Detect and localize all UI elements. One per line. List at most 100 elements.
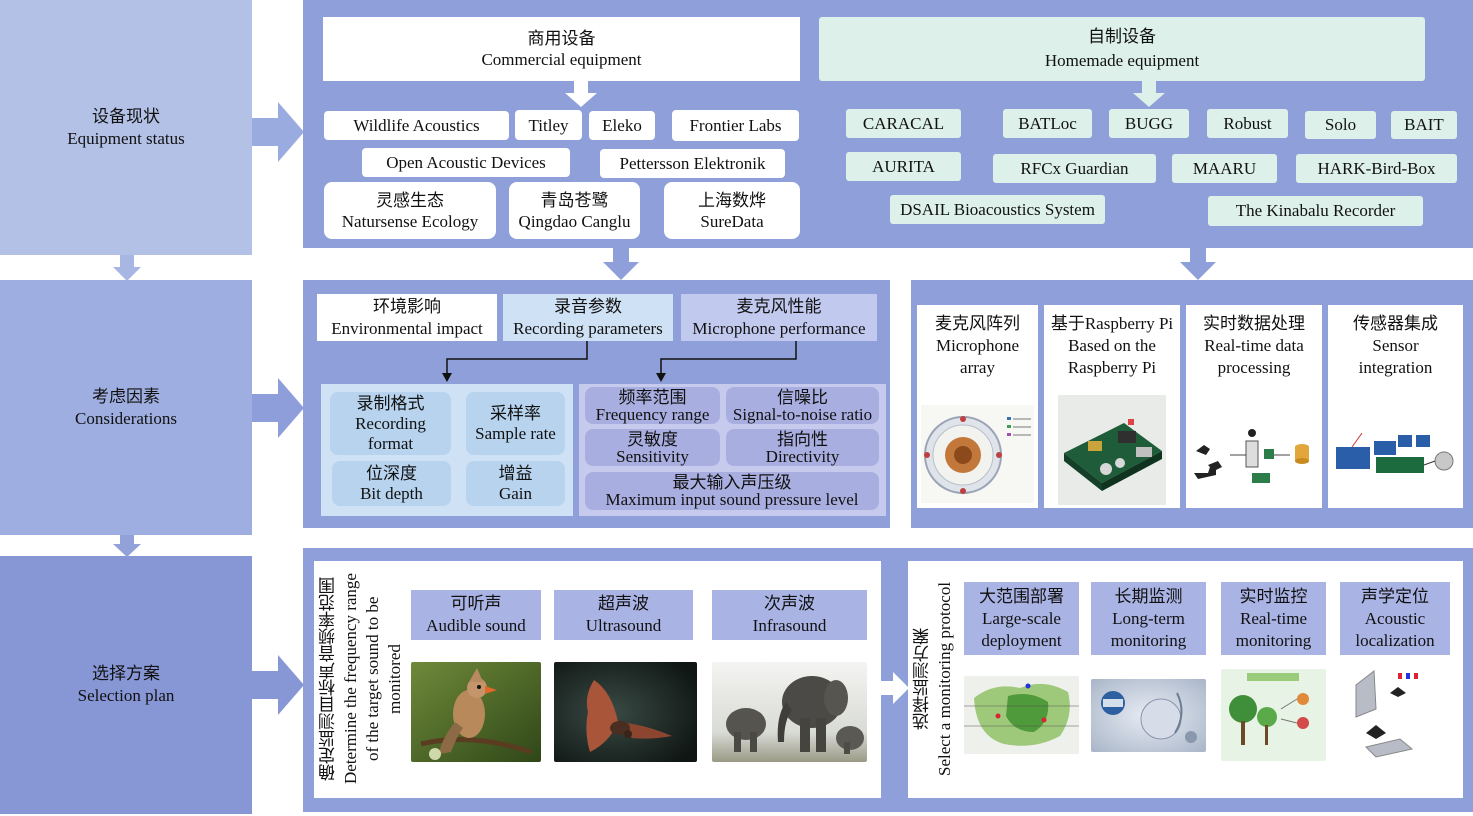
down-arrow-icon <box>603 248 639 280</box>
stage-equipment-status: 设备现状 Equipment status <box>0 0 252 255</box>
header-microphone-performance: 麦克风性能 Microphone performance <box>681 294 877 341</box>
stage-zh: 考虑因素 <box>92 386 160 406</box>
tag-label: The Kinabalu Recorder <box>1235 201 1396 220</box>
header-en: Microphone performance <box>692 318 866 338</box>
acoustic-localization-header: 声学定位 Acoustic localization <box>1340 582 1450 655</box>
equipment-tag: Wildlife Acoustics <box>324 111 509 140</box>
gain-tag: 增益 Gain <box>466 461 565 506</box>
feature-en: integration <box>1358 358 1433 377</box>
feature-sensor-integration: 传感器集成 Sensor integration <box>1328 305 1463 508</box>
equipment-tag: HARK-Bird-Box <box>1296 154 1457 183</box>
equipment-tag: BATLoc <box>1003 109 1092 138</box>
tag-en: Directivity <box>765 446 840 466</box>
tag-zh: 录制格式 <box>356 393 425 413</box>
sound-zh: 次声波 <box>764 594 815 613</box>
equipment-tag: Robust <box>1207 109 1288 138</box>
microphone-array-image <box>921 405 1034 503</box>
commercial-en: Commercial equipment <box>481 50 642 69</box>
equipment-tag: DSAIL Bioacoustics System <box>890 195 1105 224</box>
tag-zh: 指向性 <box>777 429 828 449</box>
sound-zh: 超声波 <box>598 594 649 613</box>
map-image <box>964 676 1079 754</box>
tag-label: Frontier Labs <box>689 116 782 135</box>
tag-label: Eleko <box>602 116 642 135</box>
vertical-zh: 确定监测目标声音频率范围 <box>319 577 338 781</box>
equipment-tag: Titley <box>515 110 582 140</box>
stage-selection-plan: 选择方案 Selection plan <box>0 556 252 814</box>
protocol-en: localization <box>1355 630 1435 650</box>
protocol-zh: 大范围部署 <box>979 586 1064 606</box>
vertical-en: of the target sound to be <box>363 596 382 762</box>
tag-en: Sensitivity <box>616 446 689 466</box>
homemade-zh: 自制设备 <box>1088 27 1156 46</box>
real-time-image <box>1221 669 1326 761</box>
tag-zh: 上海数烨 <box>698 190 766 210</box>
recording-format-tag: 录制格式 Recording format <box>330 392 451 455</box>
header-en: Environmental impact <box>331 318 483 338</box>
stage-en: Equipment status <box>67 128 185 148</box>
acoustic-localization-image <box>1352 665 1432 761</box>
equipment-tag: Eleko <box>589 111 655 140</box>
feature-en: Based on the <box>1068 336 1156 355</box>
commercial-zh: 商用设备 <box>527 29 596 48</box>
commercial-header: 商用设备 Commercial equipment <box>323 17 800 81</box>
tag-zh: 频率范围 <box>618 387 687 407</box>
protocol-en: Real-time <box>1239 608 1308 628</box>
max-spl-tag: 最大输入声压级 Maximum input sound pressure lev… <box>585 472 879 510</box>
long-term-header: 长期监测 Long-term monitoring <box>1091 582 1206 655</box>
tag-en: Bit depth <box>360 483 423 503</box>
snr-tag: 信噪比 Signal-to-noise ratio <box>726 387 879 424</box>
vertical-en: Select a monitoring protocol <box>935 581 954 777</box>
connector-lines <box>442 341 797 382</box>
equipment-tag: BAIT <box>1391 111 1457 139</box>
stage-zh: 设备现状 <box>92 106 160 126</box>
real-time-header: 实时监控 Real-time monitoring <box>1221 582 1326 655</box>
tag-zh: 青岛苍鹭 <box>540 190 609 210</box>
tag-zh: 信噪比 <box>777 387 828 407</box>
equipment-tag: BUGG <box>1109 109 1189 138</box>
tag-label: Open Acoustic Devices <box>386 153 546 172</box>
feature-en: Microphone <box>935 336 1020 355</box>
sound-en: Audible sound <box>426 616 526 635</box>
sample-rate-tag: 采样率 Sample rate <box>466 392 565 455</box>
tag-label: Pettersson Elektronik <box>619 154 766 173</box>
equipment-tag-cn: 青岛苍鹭 Qingdao Canglu <box>509 182 640 239</box>
protocol-zh: 声学定位 <box>1361 586 1429 606</box>
long-term-image <box>1091 679 1206 752</box>
tag-label: AURITA <box>872 156 935 176</box>
protocol-en: Long-term <box>1112 608 1185 628</box>
equipment-tag: The Kinabalu Recorder <box>1208 196 1423 226</box>
tag-label: BAIT <box>1404 115 1444 134</box>
protocol-en: Acoustic <box>1364 608 1426 628</box>
sound-zh: 可听声 <box>450 594 502 613</box>
header-en: Recording parameters <box>513 318 663 338</box>
feature-raspberry-pi: 基于Raspberry Pi Based on the Raspberry Pi <box>1044 305 1180 508</box>
tag-en: Natursense Ecology <box>341 211 479 231</box>
down-arrow-icon <box>1133 81 1165 107</box>
protocol-en: monitoring <box>1235 630 1312 650</box>
sensitivity-tag: 灵敏度 Sensitivity <box>585 429 720 466</box>
directivity-tag: 指向性 Directivity <box>726 429 879 466</box>
raspberry-pi-image <box>1058 395 1166 505</box>
header-zh: 录音参数 <box>554 296 622 316</box>
equipment-tag: Open Acoustic Devices <box>362 148 570 177</box>
infrasound-header: 次声波 Infrasound <box>712 590 867 640</box>
tag-label: Titley <box>528 115 569 135</box>
protocol-en: monitoring <box>1110 630 1187 650</box>
down-arrow-icon <box>113 255 141 281</box>
bit-depth-tag: 位深度 Bit depth <box>332 461 451 506</box>
tag-label: DSAIL Bioacoustics System <box>900 199 1095 219</box>
equipment-tag: RFCx Guardian <box>993 154 1156 183</box>
tag-label: MAARU <box>1192 158 1257 178</box>
feature-microphone-array: 麦克风阵列 Microphone array <box>917 305 1038 508</box>
stage-en: Considerations <box>75 408 177 428</box>
header-environmental-impact: 环境影响 Environmental impact <box>317 294 497 341</box>
bat-image <box>554 662 697 762</box>
sensor-integration-image <box>1332 423 1459 479</box>
tag-en: Qingdao Canglu <box>518 211 631 231</box>
sound-en: Infrasound <box>752 616 827 635</box>
vertical-en: monitored <box>385 644 404 714</box>
protocol-vertical-label: 选择监测方案 Select a monitoring protocol <box>912 566 962 792</box>
header-zh: 麦克风性能 <box>736 296 822 316</box>
protocol-zh: 长期监测 <box>1114 586 1183 606</box>
